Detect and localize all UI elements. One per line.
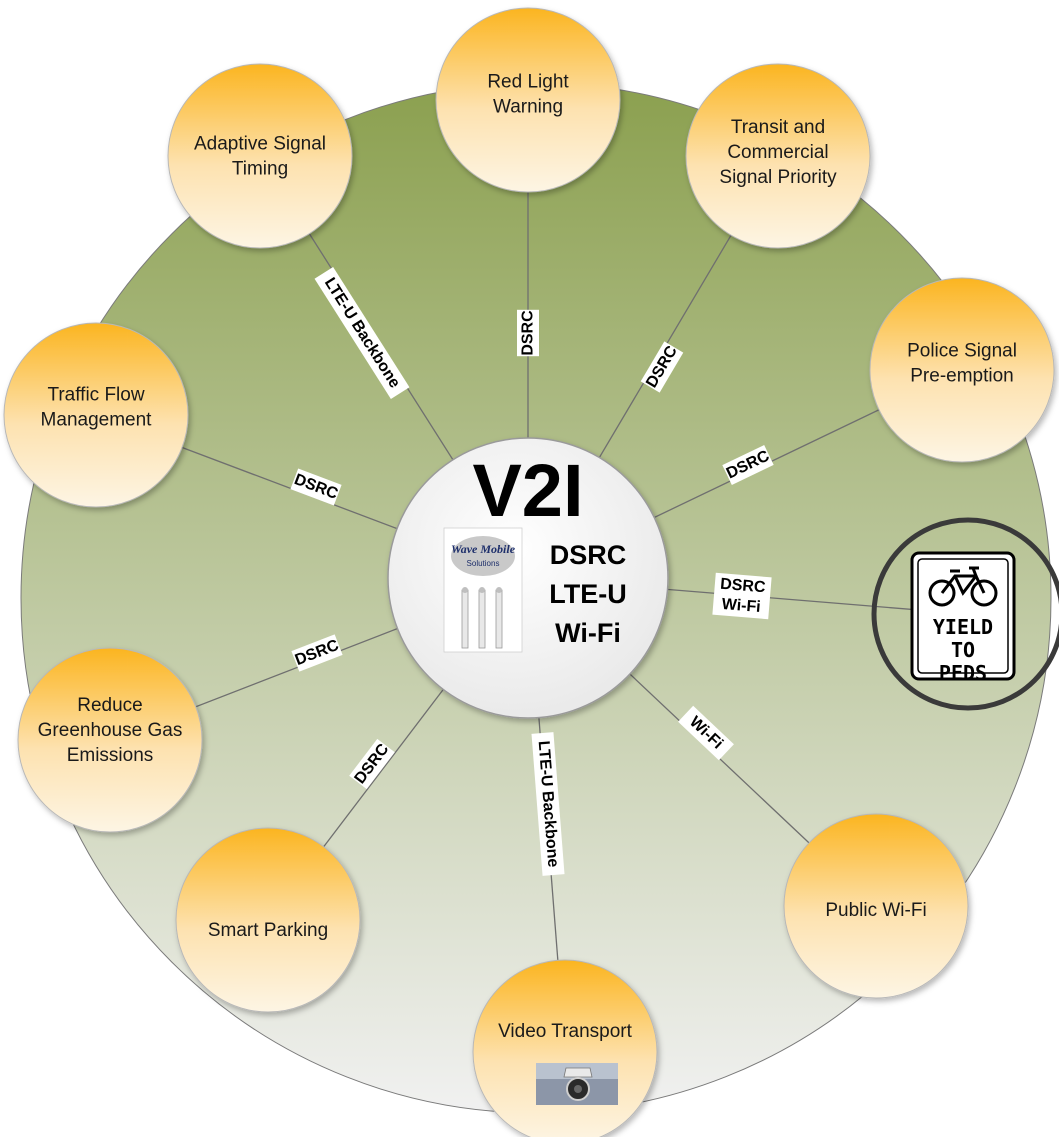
node-label-line: Public Wi-Fi: [825, 900, 926, 921]
node-circle: [435, 7, 621, 193]
logo-text: Wave Mobile: [451, 542, 516, 556]
node-circle: [175, 827, 361, 1013]
link-label-text: DSRC: [520, 310, 537, 356]
node-video-transport: Video Transport: [472, 959, 658, 1137]
hub-protocol-3: Wi-Fi: [555, 618, 621, 648]
logo-subtext: Solutions: [467, 559, 500, 568]
bicycle-icon: [928, 566, 998, 607]
antenna-icon: [461, 587, 503, 649]
link-label-red-light-warning: DSRC: [517, 309, 539, 357]
sign-line-2: TO: [951, 638, 975, 662]
sign-line-3: PEDS: [939, 661, 987, 685]
node-label-line: Pre-emption: [910, 366, 1014, 387]
sign-panel: [910, 551, 1016, 681]
node-label-line: Emissions: [67, 745, 154, 766]
wave-mobile-logo: Wave Mobile Solutions: [443, 527, 523, 653]
node-label-line: Greenhouse Gas: [38, 720, 183, 741]
node-label-line: Video Transport: [498, 1021, 633, 1042]
node-label-line: Transit and: [731, 117, 825, 138]
node-label-line: Red Light: [487, 72, 569, 93]
link-label-text: Wi-Fi: [721, 596, 761, 616]
node-label-line: Signal Priority: [719, 167, 837, 188]
node-circle: [685, 63, 871, 249]
yield-to-peds-sign: YIELD TO PEDS: [871, 517, 1059, 711]
node-label-line: Warning: [493, 97, 563, 118]
node-label-line: Traffic Flow: [47, 385, 144, 406]
node-label-line: Management: [41, 410, 153, 431]
node-smart-parking: Smart Parking: [175, 827, 361, 1013]
v2i-hub: V2I DSRC LTE-U Wi-Fi Wave Mobile Solutio…: [387, 437, 669, 719]
hub-title: V2I: [472, 449, 583, 532]
node-circle: [472, 959, 658, 1137]
node-label-line: Reduce: [77, 695, 143, 716]
hub-protocol-2: LTE-U: [549, 579, 626, 609]
node-circle: [17, 647, 203, 833]
security-camera-icon: [536, 1063, 618, 1105]
node-label-line: Smart Parking: [208, 920, 328, 941]
node-label-line: Timing: [232, 159, 288, 180]
node-circle: [167, 63, 353, 249]
node-circle: [869, 277, 1055, 463]
node-circle: [3, 322, 189, 508]
node-label-line: Adaptive Signal: [194, 134, 326, 155]
node-label-line: Commercial: [727, 142, 828, 163]
hub-protocol-1: DSRC: [550, 540, 627, 570]
node-label-line: Police Signal: [907, 341, 1017, 362]
node-circle: [783, 813, 969, 999]
sign-line-1: YIELD: [933, 615, 993, 639]
link-label-text: DSRC: [720, 576, 767, 597]
sign-ring: [871, 517, 1059, 711]
node-public-wifi: Public Wi-Fi: [783, 813, 969, 999]
